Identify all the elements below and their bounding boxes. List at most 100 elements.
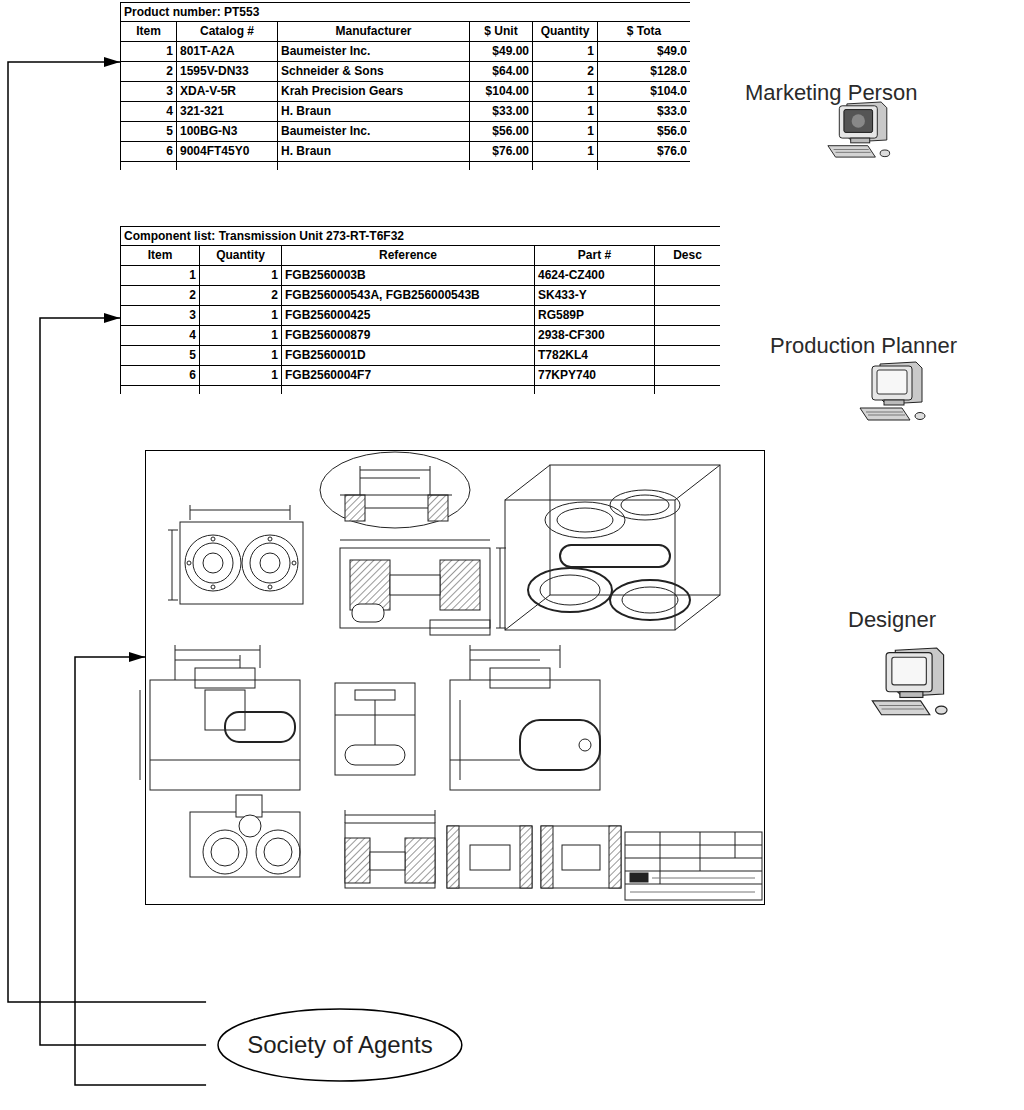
table-cell: $76.0 — [598, 142, 690, 162]
cell-text: 321-321 — [180, 102, 274, 121]
table-cell: 2938-CF300 — [535, 326, 655, 346]
cell-text: 2 — [536, 62, 594, 81]
connector-arrow — [40, 318, 206, 1045]
drawing-part — [630, 878, 755, 892]
drawing-part — [211, 585, 215, 589]
drawing-part — [350, 560, 390, 610]
table-cell — [655, 326, 720, 346]
drawing-part — [621, 495, 669, 515]
cell-text: 1 — [536, 102, 594, 121]
table-cell: SK433-Y — [535, 286, 655, 306]
table-cell: 4 — [120, 102, 177, 122]
table-header-cell: Reference — [282, 246, 535, 266]
table-cell: $128.0 — [598, 62, 690, 82]
cell-text: 2938-CF300 — [538, 326, 651, 345]
table-cell: 4624-CZ400 — [535, 266, 655, 286]
parts-table: Product number: PT553ItemCatalog #Manufa… — [120, 2, 690, 170]
table-cell: 1 — [200, 366, 282, 386]
cell-text: H. Braun — [281, 102, 466, 121]
cell-text: XDA-V-5R — [180, 82, 274, 101]
ellipse-shape — [218, 1009, 462, 1081]
drawing-part — [236, 795, 262, 817]
column-header: Item — [124, 246, 196, 265]
drawing-part — [352, 604, 384, 622]
table-cell: FGB256000879 — [282, 326, 535, 346]
drawing-part — [345, 745, 405, 765]
cell-text: 4624-CZ400 — [538, 266, 651, 285]
drawing-part — [340, 466, 452, 508]
table-title: Product number: PT553 — [124, 3, 687, 22]
cell-text: 1 — [124, 42, 173, 61]
drawing-part — [505, 465, 720, 630]
table-cell: 1595V-DN33 — [177, 62, 278, 82]
table-cell: 3 — [120, 82, 177, 102]
cell-text: $64.00 — [473, 62, 529, 81]
cell-text: $76.00 — [473, 142, 529, 161]
cell-text: SK433-Y — [538, 286, 651, 305]
drawing-part — [447, 826, 532, 888]
table-cell: $64.00 — [470, 62, 533, 82]
table-stub — [177, 162, 278, 170]
cell-text: Baumeister Inc. — [281, 122, 466, 141]
cell-text: 4 — [124, 326, 196, 345]
table-cell — [655, 306, 720, 326]
cell-text: Baumeister Inc. — [281, 42, 466, 61]
table-cell: 100BG-N3 — [177, 122, 278, 142]
table-cell: 1 — [120, 42, 177, 62]
table-header-cell: Item — [120, 246, 200, 266]
cell-text: 1 — [203, 346, 278, 365]
table-cell: $76.00 — [470, 142, 533, 162]
column-header: Desc — [658, 246, 717, 265]
table-cell: 1 — [533, 42, 598, 62]
drawing-part — [579, 739, 591, 751]
drawing-part — [140, 452, 762, 900]
column-header: Part # — [538, 246, 651, 265]
cell-text: FGB2560004F7 — [285, 366, 531, 385]
drawing-part — [185, 535, 241, 591]
table-cell: 6 — [120, 142, 177, 162]
table-cell — [655, 266, 720, 286]
cell-text: $49.0 — [601, 42, 687, 61]
table-cell: FGB2560003B — [282, 266, 535, 286]
table-header-cell: Part # — [535, 246, 655, 266]
drawing-part — [562, 845, 600, 870]
drawing-part — [450, 680, 600, 790]
table-cell: XDA-V-5R — [177, 82, 278, 102]
role-label-box: Designer — [848, 607, 936, 633]
table-stub — [535, 386, 655, 394]
drawing-part — [268, 537, 272, 541]
table-cell: $56.0 — [598, 122, 690, 142]
drawing-part — [528, 568, 612, 612]
cell-text: 5 — [124, 346, 196, 365]
drawing-part — [490, 668, 550, 688]
table-header-cell: Manufacturer — [278, 22, 470, 42]
drawing-part — [844, 110, 873, 133]
cell-text: 1 — [203, 366, 278, 385]
cell-text: 5 — [124, 122, 173, 141]
drawing-part — [292, 561, 296, 565]
cell-text: 1 — [203, 266, 278, 285]
cell-text: 3 — [124, 306, 196, 325]
drawing-part — [187, 561, 191, 565]
table-cell: 1 — [533, 82, 598, 102]
table-cell: T782KL4 — [535, 346, 655, 366]
drawing-part — [440, 560, 480, 610]
drawing-part — [225, 712, 295, 742]
column-header: Reference — [285, 246, 531, 265]
table-cell — [655, 346, 720, 366]
drawing-part — [355, 690, 395, 700]
drawing-sheet — [145, 450, 765, 905]
table-cell: 4 — [120, 326, 200, 346]
drawing-part — [872, 648, 947, 715]
drawing-part — [541, 826, 553, 888]
cell-text: 1 — [536, 122, 594, 141]
cell-text: $33.0 — [601, 102, 687, 121]
drawing-part — [557, 508, 613, 532]
cell-text: 4 — [124, 102, 173, 121]
drawing-part — [250, 543, 290, 583]
cell-text: H. Braun — [281, 142, 466, 161]
drawing-part — [239, 815, 261, 837]
cell-text: FGB256000543A, FGB256000543B — [285, 286, 531, 305]
drawing-part — [211, 838, 239, 866]
